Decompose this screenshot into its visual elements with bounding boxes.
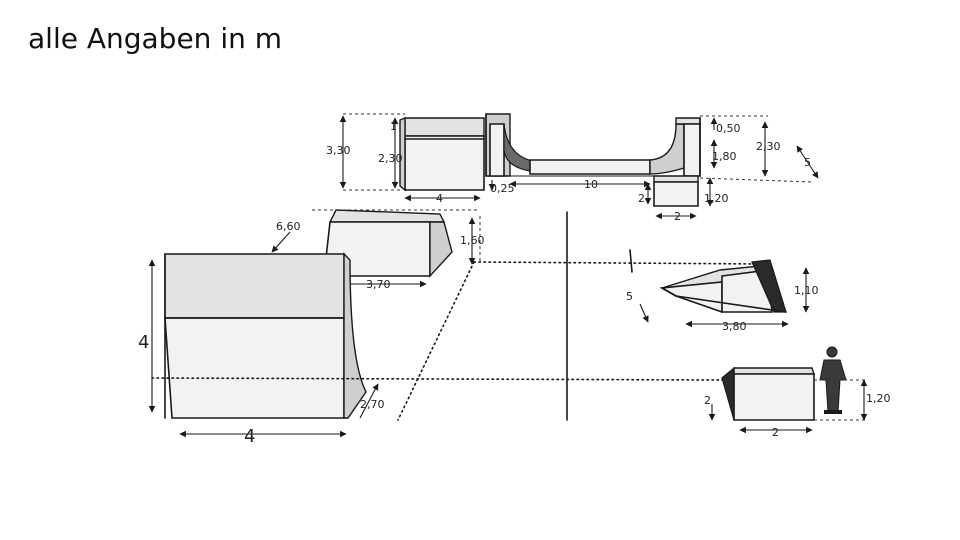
label-mid-ramp-depth: 6,60 — [276, 220, 301, 233]
label-halfpipe-right-height: 2,30 — [756, 140, 781, 153]
label-quarter-small: 2,70 — [360, 398, 385, 411]
label-bank-height: 1,20 — [866, 392, 891, 405]
label-bank-width: 2 — [772, 426, 779, 439]
quarter-pipe — [164, 252, 367, 419]
label-top-box-small: 1 — [390, 120, 397, 133]
label-top-box-width: 4 — [436, 192, 443, 205]
wedge-ramp — [659, 259, 787, 314]
label-halfpipe-right-depth: 5 — [804, 156, 811, 169]
label-quarter-height: 4 — [138, 332, 149, 353]
person-figure — [819, 346, 847, 414]
label-bank-depth: 2 — [704, 394, 711, 407]
quarter-dimensions — [148, 259, 379, 438]
label-halfpipe-coping: 0,25 — [490, 182, 515, 195]
top-dimensions — [339, 113, 819, 220]
label-halfpipe-right-top: 0,50 — [716, 122, 741, 135]
wedge-dimensions — [629, 249, 810, 328]
label-quarter-width: 4 — [244, 426, 255, 447]
bank-box — [721, 366, 815, 421]
label-mid-ramp-height: 1,60 — [460, 234, 485, 247]
label-small-box-height: 2 — [638, 192, 645, 205]
label-halfpipe-length: 10 — [584, 178, 598, 191]
label-halfpipe-right-mid: 1,80 — [712, 150, 737, 163]
label-top-box-height2: 2,30 — [378, 152, 403, 165]
ground-lines — [151, 211, 765, 421]
label-wedge-height: 1,10 — [794, 284, 819, 297]
label-wedge-width: 3,80 — [722, 320, 747, 333]
halfpipe — [485, 113, 701, 177]
top-box — [399, 116, 485, 192]
label-mid-ramp-width: 3,70 — [366, 278, 391, 291]
page-title: alle Angaben in m — [28, 22, 283, 55]
label-small-box-width: 2 — [674, 210, 681, 223]
label-top-box-height: 3,30 — [326, 144, 351, 157]
label-small-box-lift: 1,20 — [704, 192, 729, 205]
small-box-top — [653, 175, 699, 207]
bank-dimensions — [708, 379, 868, 434]
label-wedge-depth: 5 — [626, 290, 633, 303]
